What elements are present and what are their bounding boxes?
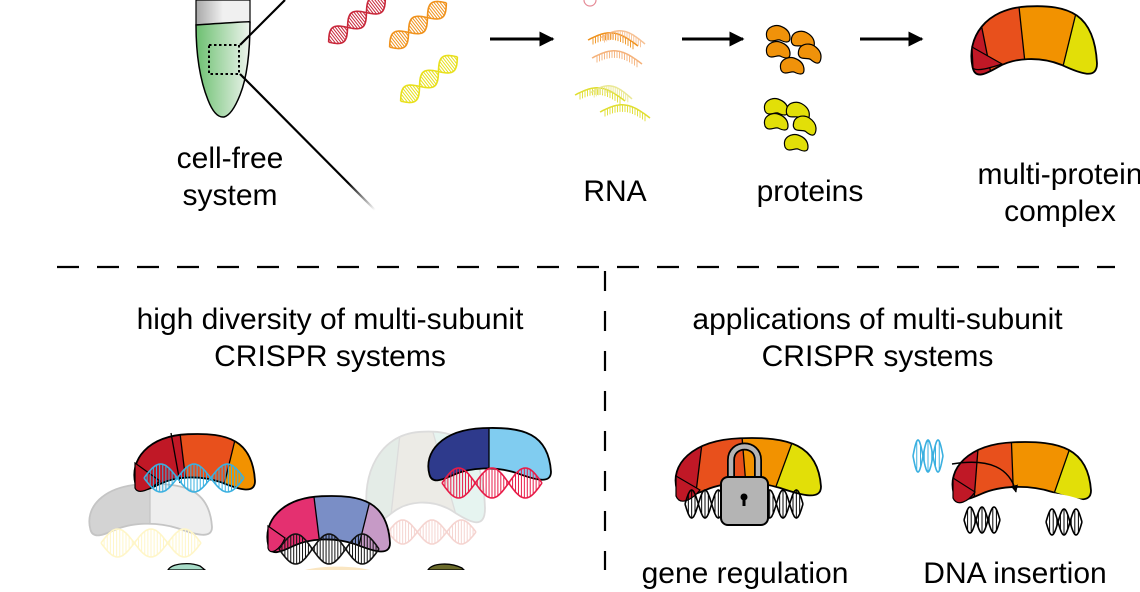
zoom-box-icon [208, 44, 240, 75]
zoom-line-bottom [239, 73, 376, 211]
protein-icon [797, 43, 822, 64]
rna-strand-icon [599, 30, 646, 48]
dna-helices [327, 0, 459, 104]
gene-regulation-illustration [674, 437, 822, 526]
gene-reg-dna-left-icon [684, 489, 726, 519]
crispr-schematic [57, 0, 1115, 570]
protein-icon [765, 24, 791, 43]
faded-dna-icon [387, 519, 477, 545]
red-dna-icon [441, 467, 543, 499]
complex-subunit-red [971, 45, 1004, 71]
purple-complex-red-cap [267, 524, 286, 553]
multi-protein-complex-icon [970, 5, 1098, 76]
insertion-dna-right-icon [1045, 508, 1083, 536]
dna-insertion-illustration [912, 439, 1092, 540]
dna-helix-yellow-icon [399, 54, 459, 104]
insertion-arrow-icon [951, 461, 1018, 493]
protein-icon [763, 112, 789, 131]
rna-strand-icon [591, 50, 643, 68]
complex-shape [970, 5, 1098, 76]
grey-dna-icon [100, 528, 202, 558]
cell-free-tube-icon [195, 0, 251, 118]
protein-icon [763, 97, 789, 116]
protein-blobs [763, 24, 822, 152]
proteins-label: proteins [756, 175, 864, 208]
rna-strand-icon [599, 104, 651, 122]
applications-title-line1: applications of multi-subunit [692, 303, 1063, 336]
insertion-dna-left-icon [963, 506, 1001, 534]
dna-helix-red-icon [327, 0, 387, 45]
diversity-title-line1: high diversity of multi-subunit [136, 303, 524, 336]
protein-icon [765, 40, 791, 59]
rna-strand-icon [589, 85, 633, 103]
complex-label-line2: complex [1004, 195, 1116, 228]
partial-complex-olive-icon [427, 563, 465, 570]
gene-reg-dna-right-icon [762, 489, 804, 519]
protein-icon [783, 133, 809, 152]
rna-partial-icon [583, 0, 597, 7]
black-dna-icon [278, 533, 380, 565]
cell-free-label-line2: system [182, 179, 278, 212]
crispr-diversity-illustration [88, 427, 552, 570]
dna-insertion-label: DNA insertion [923, 557, 1107, 590]
insert-dna-icon [912, 439, 944, 473]
complex-label-line1: multi-protein [977, 158, 1140, 191]
rna-strand-icon [587, 32, 639, 50]
applications-title-line2: CRISPR systems [761, 340, 994, 373]
dna-helix-orange-icon [388, 0, 448, 50]
cell-free-label-line1: cell-free [176, 142, 284, 175]
zoom-line-top [239, 0, 286, 46]
partial-complex-teal-icon [167, 563, 207, 570]
blue-dna-icon [143, 463, 245, 493]
protein-icon [792, 115, 817, 136]
diversity-title-line2: CRISPR systems [214, 340, 446, 373]
partial-complex-tan-icon [305, 566, 370, 570]
dna-gap [960, 491, 1090, 540]
rna-label: RNA [583, 175, 647, 208]
protein-icon [779, 56, 805, 75]
padlock-icon [720, 442, 769, 526]
rna-strands [574, 0, 651, 122]
gene-regulation-label: gene regulation [641, 557, 849, 590]
